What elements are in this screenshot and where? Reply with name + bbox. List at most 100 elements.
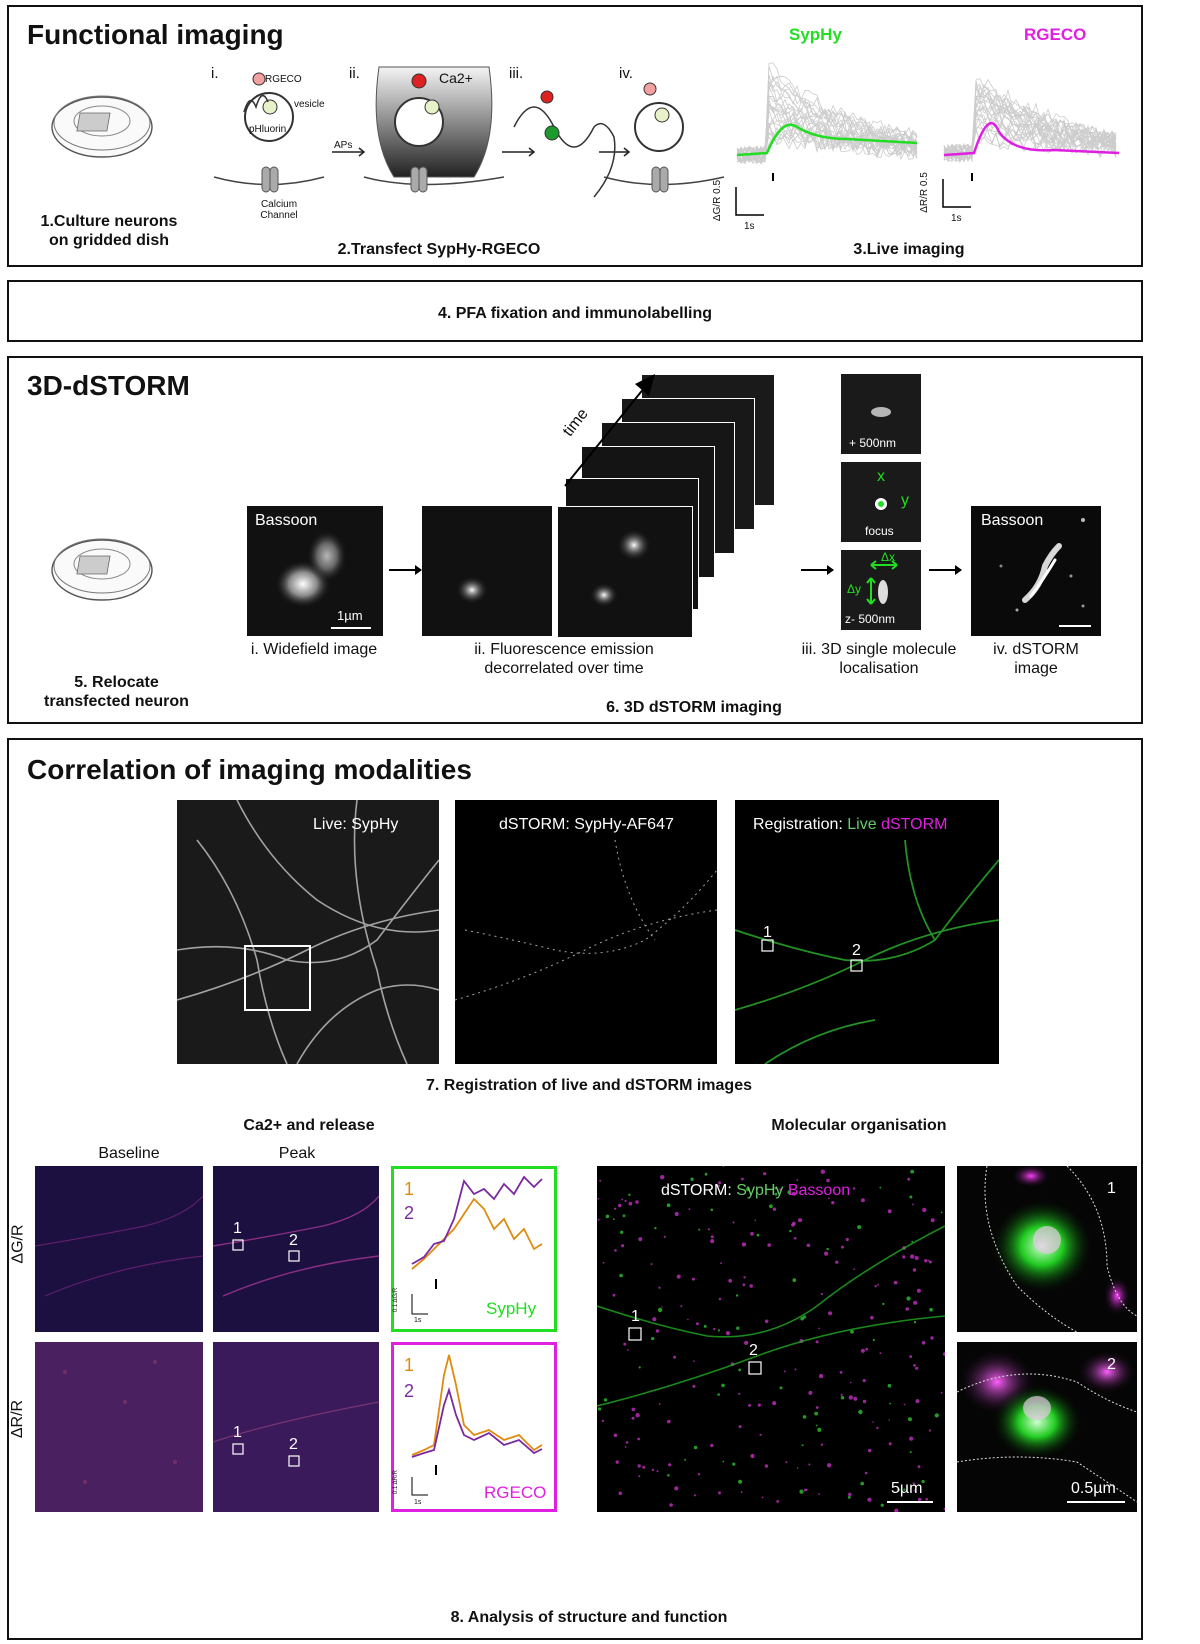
emission-frame-2: [557, 506, 693, 638]
mol-title: Molecular organisation: [771, 1117, 947, 1134]
correlation-title: Correlation of imaging modalities: [27, 754, 472, 785]
dstorm-panel: 3D-dSTORM 5. Relocate transfected neuron…: [7, 356, 1143, 724]
molecular-roi2: 2: [749, 1342, 758, 1359]
step7-caption: 7. Registration of live and dSTORM image…: [426, 1077, 752, 1094]
live-sypHy-image: Live: SypHy: [177, 800, 439, 1064]
psf-dy-label: Δy: [847, 582, 862, 596]
baseline-r-image: [35, 1342, 203, 1512]
dstorm-image-caption: iv. dSTORM image: [993, 641, 1079, 677]
molecular-prefix: dSTORM:: [661, 1182, 732, 1199]
baseline-label: Baseline: [98, 1145, 160, 1162]
rgeco-trace: [943, 78, 1120, 181]
psf-focus-label: focus: [865, 524, 894, 538]
rgeco-scalebar: [942, 179, 971, 208]
baseline-g-image: [35, 1166, 203, 1332]
label-aps: APs: [334, 140, 353, 151]
step6-caption: 6. 3D dSTORM imaging: [606, 699, 782, 716]
rgeco-trace-title: RGECO: [1024, 25, 1087, 44]
sypHy-roi-trace-box: 1 2 SypHy 0.1 ΔG/R 1s: [391, 1166, 557, 1332]
fixation-panel: 4. PFA fixation and immunolabelling: [7, 280, 1143, 342]
roman-ii: ii.: [349, 65, 360, 82]
psf-dx-label: Δx: [881, 550, 896, 564]
label-vesicle: vesicle: [294, 99, 325, 110]
step8-caption: 8. Analysis of structure and function: [450, 1609, 728, 1626]
step2-caption: 2.Transfect SypHy-RGECO: [337, 241, 541, 258]
sypHy-box-scale: 0.1 ΔG/R: [393, 1287, 400, 1313]
fixation-caption: 4. PFA fixation and immunolabelling: [437, 305, 713, 322]
label-calcium-channel: Calcium Channel: [260, 199, 298, 221]
sypHy-box-t: 1s: [414, 1317, 422, 1324]
sypHy-box-name: SypHy: [486, 1299, 537, 1318]
step3-caption: 3.Live imaging: [853, 241, 965, 258]
psf-plus-label: + 500nm: [849, 436, 897, 450]
step1-caption: 1.Culture neurons on gridded dish: [40, 213, 178, 249]
psf-minus-label: z- 500nm: [845, 612, 896, 626]
psf-y-label: y: [901, 492, 909, 509]
emission-frame-1: [422, 506, 552, 636]
molecular-scale: 5µm: [891, 1480, 923, 1497]
sypHy-scalebar: [735, 187, 764, 216]
peak-r-image: 1 2: [213, 1342, 379, 1512]
molecular-syphy: SypHy: [736, 1182, 784, 1199]
molecular-dstorm-image: dSTORM: SypHy Bassoon 1 2 5µm: [597, 1166, 945, 1512]
registration-label: Registration: Live dSTORM: [753, 816, 947, 834]
peak-g-image: 1 2: [213, 1166, 379, 1332]
culture-dish-icon-2: [51, 538, 153, 601]
widefield-label: Bassoon: [255, 512, 318, 529]
roman-i: i.: [211, 65, 219, 82]
arrow-i-ii: [389, 565, 422, 575]
peak-g-roi2: 2: [289, 1232, 298, 1249]
row-r-label: ΔR/R: [9, 1399, 27, 1439]
vesicle-schematic: [213, 66, 725, 198]
rgeco-scale-y: ΔR/R 0.5: [918, 172, 930, 213]
rgeco-leg1: 1: [404, 1355, 415, 1375]
registration-roi1: 1: [763, 924, 772, 941]
peak-r-roi2: 2: [289, 1436, 298, 1453]
molecular-roi1: 1: [631, 1308, 640, 1325]
peak-g-roi1: 1: [233, 1220, 242, 1237]
rgeco-roi-trace-box: 1 2 RGECO 0.1 ΔR/R 1s: [391, 1342, 557, 1512]
psf-x-label: x: [877, 468, 885, 485]
psf-focus: x y focus: [841, 462, 921, 542]
zoom-roi2-image: 2 0.5µm: [957, 1342, 1137, 1512]
emission-caption: ii. Fluorescence emission decorrelated o…: [474, 641, 654, 677]
dstorm-image-label: Bassoon: [981, 512, 1044, 529]
label-rgeco: RGECO: [265, 74, 302, 85]
widefield-scale: 1µm: [337, 608, 363, 623]
sypHy-trace: [736, 62, 918, 181]
registration-image: Registration: Live dSTORM 1 2: [735, 800, 999, 1064]
rgeco-box-name: RGECO: [484, 1483, 547, 1502]
sypHy-scale-y: ΔG/R 0.5: [712, 179, 724, 222]
dstorm-image: Bassoon: [971, 506, 1101, 636]
rgeco-leg2: 2: [404, 1381, 415, 1401]
dstorm-sypHy-label: dSTORM: SypHy-AF647: [499, 816, 674, 833]
ca-title: Ca2+ and release: [243, 1117, 375, 1134]
molecular-label: dSTORM: SypHy Bassoon: [661, 1182, 850, 1200]
functional-title: Functional imaging: [27, 19, 284, 50]
zoom2-label: 2: [1107, 1356, 1116, 1373]
label-ca2: Ca2+: [439, 70, 473, 86]
registration-prefix: Registration:: [753, 816, 843, 833]
roman-iii: iii.: [509, 65, 524, 82]
step5-caption: 5. Relocate transfected neuron: [44, 674, 189, 710]
localisation-caption: iii. 3D single molecule localisation: [801, 641, 957, 677]
peak-label: Peak: [278, 1145, 316, 1162]
dstorm-title: 3D-dSTORM: [27, 370, 190, 401]
sypHy-leg1: 1: [404, 1179, 415, 1199]
correlation-panel: Correlation of imaging modalities Live: …: [7, 738, 1143, 1640]
zoom1-label: 1: [1107, 1180, 1116, 1197]
label-phluorin: pHluorin: [249, 124, 287, 135]
arrow-ii-iii: [801, 565, 834, 575]
functional-imaging-panel: Functional imaging 1.Culture neurons on …: [7, 5, 1143, 267]
rgeco-scale-x: 1s: [951, 213, 962, 224]
rgeco-box-t: 1s: [414, 1499, 422, 1506]
widefield-caption: i. Widefield image: [250, 641, 378, 658]
arrow-iii-iv: [929, 565, 962, 575]
psf-plus-500: + 500nm: [841, 374, 921, 454]
peak-r-roi1: 1: [233, 1424, 242, 1441]
molecular-bassoon: Bassoon: [787, 1182, 851, 1199]
row-g-label: ΔG/R: [9, 1224, 27, 1264]
sypHy-leg2: 2: [404, 1203, 415, 1223]
widefield-image: Bassoon 1µm: [247, 506, 383, 636]
registration-live: Live: [847, 816, 877, 833]
